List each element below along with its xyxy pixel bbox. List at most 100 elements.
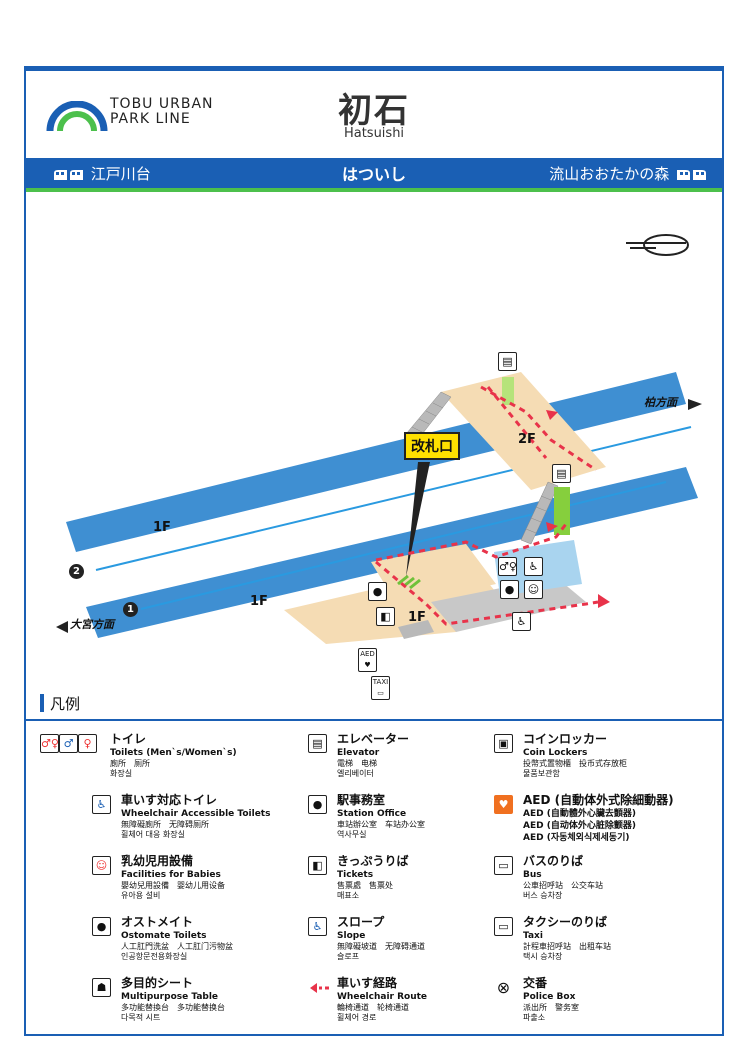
ostomate-icon: ● [500, 580, 519, 599]
legend-ja: AED (自動体外式除細動器) [523, 793, 674, 807]
baby-facility-icon: ☺ [524, 580, 543, 599]
police-box-icon: ⊗ [496, 978, 511, 997]
legend-zh: 輪椅通道 轮椅通道 [337, 1003, 409, 1012]
elevator-icon: ▤ [308, 734, 327, 753]
legend-item-taxi: ▭ タクシーのりば Taxi 計程車招呼站 出租车站 택시 승차장 [494, 915, 611, 961]
elevator-icon: ▤ [498, 352, 517, 371]
kashiwa-arrow-icon [688, 399, 702, 410]
legend-item-wheelchair-toilets: ♿ 車いす対応トイレ Wheelchair Accessible Toilets… [92, 793, 270, 839]
legend-zh: 嬰幼兒用設備 婴幼儿用设备 [121, 881, 225, 890]
track-1 [140, 481, 667, 610]
legend-ko: 택시 승차장 [523, 952, 563, 961]
legend-en: Coin Lockers [523, 748, 588, 758]
taxi-icon: ▭ [494, 917, 513, 936]
legend-ja: バスのりば [523, 854, 584, 868]
legend-en: Bus [523, 870, 542, 880]
legend-ja: エレベーター [337, 732, 410, 746]
legend-zh: 無障礙坡道 无障碍通道 [337, 942, 425, 951]
legend-title: 凡例 [40, 693, 80, 714]
stairs-entrance [398, 620, 434, 639]
legend-ko: 역사무실 [337, 830, 367, 839]
brand-line1: TOBU URBAN [110, 96, 214, 112]
elevator-icon: ▤ [552, 464, 571, 483]
legend-zh: 派出所 警务室 [523, 1003, 579, 1012]
legend-zh: 投幣式置物櫃 投币式存放柜 [523, 759, 627, 768]
legend-item-wheelchair-route: 車いす経路 Wheelchair Route 輪椅通道 轮椅通道 휠체어 경로 [308, 976, 427, 1022]
legend-item-aed: ♥ AED (自動体外式除細動器) AED (自動體外心臟去顫器) AED (自… [494, 793, 674, 843]
slope-icon: ♿ [308, 917, 327, 936]
legend-zh: 多功能替換台 多功能替换台 [121, 1003, 225, 1012]
legend-ko: 다목적 시트 [121, 1013, 161, 1022]
elevator-shaft-1f [554, 487, 570, 535]
taxi-icon-label: TAXI [372, 678, 389, 686]
legend-en: Station Office [337, 809, 407, 819]
legend-ko: 인공항문전용화장실 [121, 952, 188, 961]
brand-name: TOBU URBAN PARK LINE [110, 97, 214, 127]
legend-en: Ostomate Toilets [121, 931, 207, 941]
platform-number-1: 1 [123, 602, 138, 617]
legend-ja: 交番 [523, 976, 548, 990]
ostomate-icon: ● [92, 917, 111, 936]
legend-ja: コインロッカー [523, 732, 608, 746]
legend-ko: 휠체어 대응 화장실 [121, 830, 185, 839]
line-strip: 江戸川台 はついし 流山おおたかの森 [26, 158, 722, 188]
station-office-icon: ● [308, 795, 327, 814]
floor-label-1f-lower: 1F [250, 594, 268, 609]
tobu-urban-park-line-logo-icon [46, 101, 108, 132]
previous-station-name: 江戸川台 [90, 165, 151, 183]
legend-zh: 公車招呼站 公交车站 [523, 881, 603, 890]
toilet-women-icon: ♀ [78, 734, 97, 753]
route-arrow-mid [546, 522, 558, 532]
legend-ko: 유아용 설비 [121, 891, 161, 900]
taxi-icon: TAXI▭ [371, 676, 390, 700]
aed-icon-label: AED [360, 650, 375, 658]
legend-en: Tickets [337, 870, 374, 880]
toilet-men-icon: ♂ [59, 734, 78, 753]
legend-item-slope: ♿ スロープ Slope 無障礙坡道 无障碍通道 슬로프 [308, 915, 425, 961]
legend-title-bar [40, 694, 44, 712]
station-name-ja: 初石 [338, 91, 410, 131]
legend-item-police-box: ⊗ 交番 Police Box 派出所 警务室 파출소 [494, 976, 579, 1022]
legend-ja: スロープ [337, 915, 385, 929]
floor-label-2f: 2F [518, 432, 536, 447]
legend-ko: 파출소 [523, 1013, 546, 1022]
legend-item-ostomate: ● オストメイト Ostomate Toilets 人工肛門洗盆 人工肛门污物盆… [92, 915, 233, 961]
wheelchair-toilet-icon: ♿ [524, 557, 543, 576]
slope-icon: ♿ [512, 612, 531, 631]
legend-item-coin-lockers: ▣ コインロッカー Coin Lockers 投幣式置物櫃 投币式存放柜 물품보… [494, 732, 627, 778]
legend-ja: タクシーのりば [523, 915, 608, 929]
route-arrow-2f [546, 410, 558, 420]
legend-item-toilets: ♂♀♂♀ トイレ Toilets (Men`s/Women`s) 廁所 厕所 화… [40, 732, 237, 778]
legend-en: Multipurpose Table [121, 992, 219, 1002]
legend-ja: オストメイト [121, 915, 194, 929]
legend-en: Elevator [337, 748, 380, 758]
legend-zh: 電梯 电梯 [337, 759, 377, 768]
concourse-1f-right [371, 544, 496, 606]
legend-ja: 多目的シート [121, 976, 194, 990]
legend-ko: AED (자동체외식제세동기) [523, 833, 630, 843]
toilet-men-women-icon: ♂♀ [40, 734, 59, 753]
train-left-icon [54, 169, 83, 180]
station-map-frame: TOBU URBAN PARK LINE 初石 Hatsuishi 江戸川台 は… [24, 66, 724, 1036]
route-arrow-1f [598, 594, 610, 608]
next-station: 流山おおたかの森 [549, 163, 708, 184]
station-office-icon: ● [368, 582, 387, 601]
legend-item-station-office: ● 駅事務室 Station Office 車站辦公室 车站办公室 역사무실 [308, 793, 425, 839]
ticket-gate-marks [397, 574, 421, 590]
legend-ko: 매표소 [337, 891, 360, 900]
legend-ko: 슬로프 [337, 952, 360, 961]
brand-line2: PARK LINE [110, 111, 191, 127]
legend-ko: 물품보관함 [523, 769, 560, 778]
legend-zh: 廁所 厕所 [110, 759, 150, 768]
north-arrow-icon [626, 234, 689, 256]
legend-title-text: 凡例 [50, 695, 81, 713]
legend-item-tickets: ◧ きっぷうりば Tickets 售票處 售票处 매표소 [308, 854, 409, 900]
elevator-shaft-2f [502, 377, 514, 405]
legend-en: Police Box [523, 992, 576, 1002]
legend-item-multipurpose-table: ☗ 多目的シート Multipurpose Table 多功能替換台 多功能替换… [92, 976, 225, 1022]
legend-en: Slope [337, 931, 366, 941]
legend-ja: きっぷうりば [337, 854, 409, 868]
legend-ko: 화장실 [110, 769, 133, 778]
accessible-passage [431, 577, 586, 632]
legend-ja: 車いす経路 [337, 976, 398, 990]
